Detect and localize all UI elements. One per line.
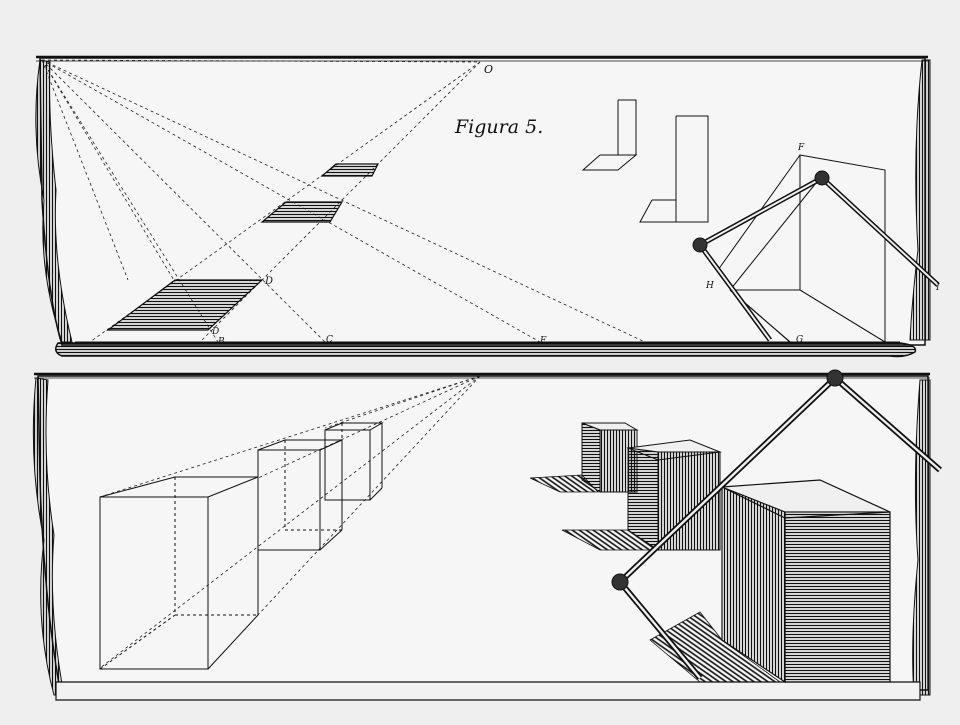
middle-shaded-square xyxy=(260,201,344,223)
lower-bottom-edge xyxy=(55,681,921,701)
near-shaded-square xyxy=(106,279,264,331)
upper-compass xyxy=(692,170,940,342)
label-i: I xyxy=(935,283,940,293)
upper-small-walls xyxy=(581,99,709,223)
wireframe-box-far xyxy=(324,422,384,501)
far-shaded-square xyxy=(320,163,379,177)
label-d-lower: D xyxy=(211,327,219,337)
upper-left-curtain xyxy=(35,59,73,343)
plate-title: Figura 5. xyxy=(454,116,543,138)
upper-bottom-roll xyxy=(55,342,917,358)
lower-panel xyxy=(32,369,942,701)
lower-compass xyxy=(611,369,942,680)
shadow-near-box xyxy=(649,611,782,683)
solid-box-near xyxy=(719,479,891,684)
upper-rays-o xyxy=(41,59,481,343)
label-b: B xyxy=(217,337,225,347)
wireframe-box-middle xyxy=(257,439,343,551)
label-d-upper: D xyxy=(264,276,273,287)
upper-panel: O D D B C F Figura 5. xyxy=(35,55,940,358)
label-h: H xyxy=(705,281,714,291)
label-f-baseline: F xyxy=(539,336,547,346)
label-f-frame: F xyxy=(797,143,805,153)
solid-box-middle xyxy=(626,439,722,551)
lower-rays xyxy=(99,375,481,669)
label-g: G xyxy=(796,335,803,345)
label-c: C xyxy=(326,335,333,345)
label-o: O xyxy=(484,63,493,76)
